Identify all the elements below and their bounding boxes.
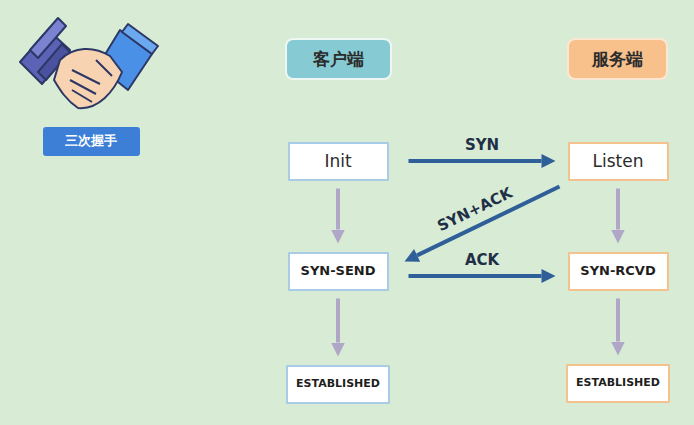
state-box: ESTABLISHED [286, 365, 390, 404]
node-text: ESTABLISHED [576, 376, 660, 389]
state-box: Init [288, 142, 389, 181]
title-label-box: 三次握手 [43, 127, 140, 156]
node-text: ESTABLISHED [296, 377, 380, 390]
node-text: SYN-SEND [301, 263, 376, 279]
arrow-connector [616, 189, 620, 230]
state-box: SYN-SEND [288, 252, 389, 291]
edge-label: SYN+ACK [432, 183, 518, 236]
state-box: ESTABLISHED [566, 364, 670, 403]
node-text: Init [324, 151, 351, 171]
arrow-connector [336, 299, 340, 343]
edge-label: SYN [462, 137, 502, 154]
column-header: 客户端 [285, 38, 392, 80]
arrow-connector [409, 274, 542, 278]
handshake-icon [20, 18, 158, 108]
finger-lines [70, 60, 112, 102]
node-text: SYN-RCVD [580, 263, 655, 279]
state-box: SYN-RCVD [568, 252, 669, 291]
arrow-connector [336, 189, 340, 230]
hands [54, 49, 122, 108]
node-text: 服务端 [592, 49, 643, 69]
state-box: Listen [568, 142, 669, 181]
node-text: 客户端 [313, 49, 364, 69]
arrow-connector [409, 159, 542, 163]
arrow-connector [616, 299, 620, 342]
column-header: 服务端 [567, 38, 668, 80]
node-text: 三次握手 [65, 133, 117, 149]
right-cuff [122, 24, 158, 54]
node-text: Listen [593, 151, 644, 171]
edge-label: ACK [462, 252, 502, 269]
